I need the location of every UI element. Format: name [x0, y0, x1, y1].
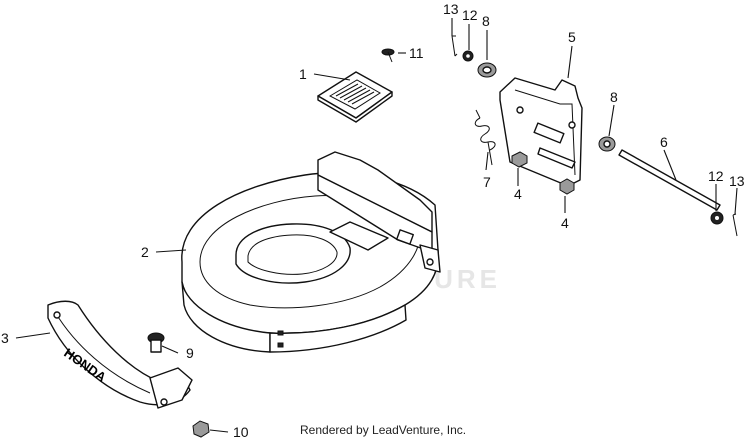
nut-4b [559, 178, 575, 195]
callout-7: 7 [483, 174, 491, 190]
callout-8b: 8 [610, 89, 618, 105]
torsion-spring [474, 109, 496, 166]
mower-deck [181, 151, 441, 353]
front-guard: HONDA [47, 300, 193, 409]
washer-12b [710, 211, 724, 225]
callout-8a: 8 [482, 13, 490, 29]
callout-12a: 12 [462, 7, 478, 23]
callout-6: 6 [660, 134, 668, 150]
callout-4a: 4 [514, 186, 522, 202]
bolt-9 [147, 332, 165, 353]
washer-12a [462, 50, 474, 62]
callout-13b: 13 [729, 173, 745, 189]
cotter-pin-13a [451, 35, 458, 57]
callout-12b: 12 [708, 168, 724, 184]
leader-lines [15, 18, 738, 433]
screw-11 [381, 48, 395, 63]
callout-9: 9 [186, 345, 194, 361]
callout-13a: 13 [443, 1, 459, 17]
bushing-8b [598, 136, 616, 152]
callout-10: 10 [233, 424, 249, 440]
render-credit: Rendered by LeadVenture, Inc. [300, 423, 467, 437]
callout-11: 11 [409, 45, 424, 61]
callout-5: 5 [568, 29, 576, 45]
callout-2: 2 [141, 244, 149, 260]
shaft [618, 149, 721, 211]
callout-4b: 4 [561, 215, 569, 231]
nut-10 [192, 420, 210, 438]
cotter-pin-13b [732, 213, 738, 237]
callout-3: 3 [1, 330, 9, 346]
bushing-8a [477, 62, 497, 78]
callout-1: 1 [299, 66, 307, 82]
height-adjust-bracket [499, 77, 583, 187]
nut-4a [511, 151, 528, 168]
cover-plate [317, 71, 393, 123]
